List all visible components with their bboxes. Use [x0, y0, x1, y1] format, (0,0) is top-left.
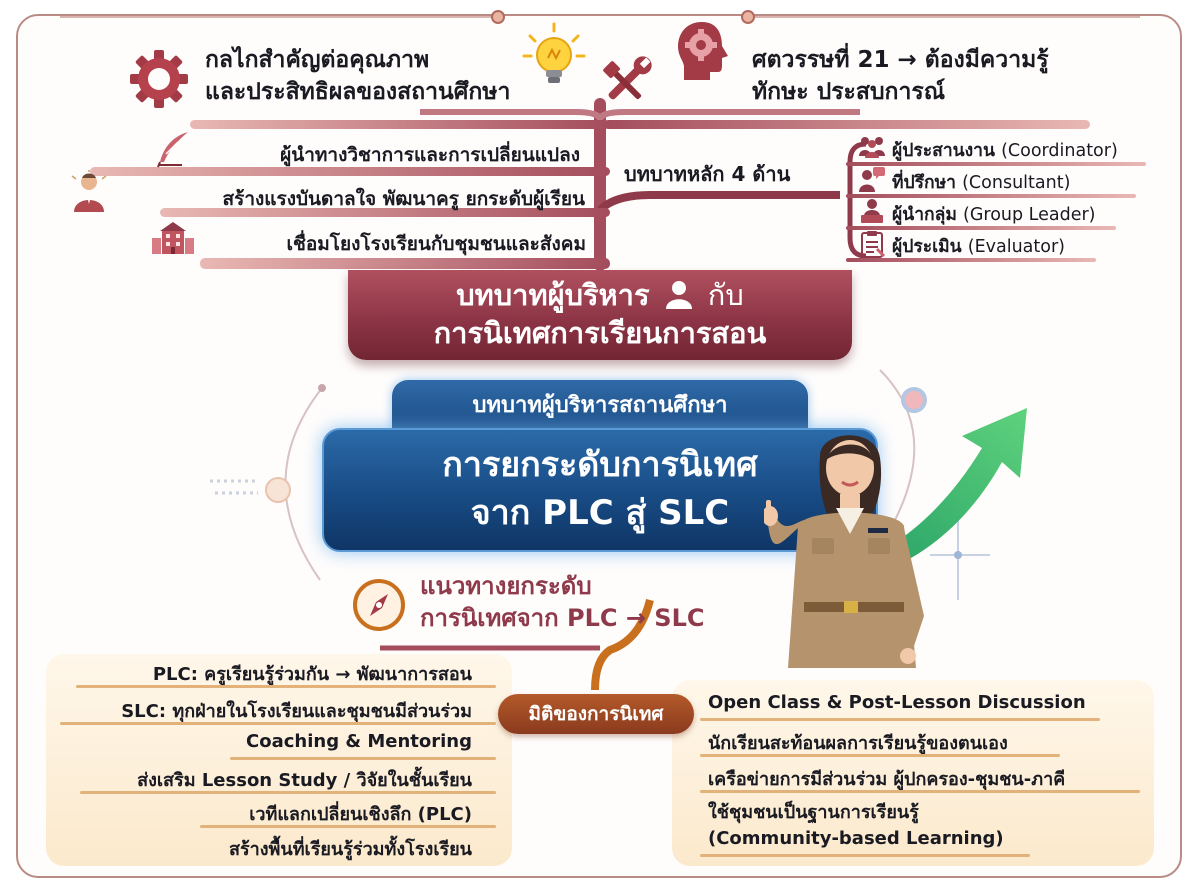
compass-icon	[353, 579, 405, 631]
right-rule-top	[604, 120, 1090, 129]
dimension-label-pill: มิติของการนิเทศ	[498, 694, 694, 734]
role-divider-4	[846, 258, 1096, 262]
left-rule-3	[160, 208, 610, 217]
right-dimension-2: นักเรียนสะท้อนผลการเรียนรู้ของตนเอง	[708, 733, 1008, 754]
left-dimension-1: PLC: ครูเรียนรู้ร่วมกัน → พัฒนาการสอน	[152, 664, 472, 685]
person-icon	[665, 281, 692, 309]
left-dimension-5: เวทีแลกเปลี่ยนเชิงลึก (PLC)	[249, 804, 472, 825]
right-dimension-rule-2	[700, 754, 1060, 757]
right-dimension-3: เครือข่ายการมีส่วนร่วม ผู้ปกครอง-ชุมชน-ภ…	[708, 769, 1066, 790]
left-point-1: ผู้นำทางวิชาการและการเปลี่ยนแปลง	[280, 144, 580, 166]
presenter-icon	[861, 199, 883, 223]
left-dimension-rule-4	[80, 791, 496, 794]
left-dimension-6: สร้างพื้นที่เรียนรู้ร่วมทั้งโรงเรียน	[228, 839, 472, 860]
left-dimension-4: ส่งเสริม Lesson Study / วิจัยในชั้นเรียน	[137, 770, 472, 791]
left-heading: กลไกสำคัญต่อคุณภาพ และประสิทธิผลของสถานศ…	[205, 47, 511, 105]
role-coordinator: ผู้ประสานงาน (Coordinator)	[892, 141, 1118, 161]
center-title-line1: การยกระดับการนิเทศ	[442, 445, 758, 485]
left-dimension-rule-5	[200, 825, 496, 828]
center-tab: บทบาทผู้บริหารสถานศึกษา	[392, 380, 808, 432]
consultant-icon	[859, 167, 885, 192]
right-dimension-1: Open Class & Post-Lesson Discussion	[708, 692, 1086, 713]
role-evaluator: ผู้ประเมิน (Evaluator)	[892, 237, 1065, 257]
right-dimension-rule-4	[700, 854, 1030, 857]
tools-icon	[603, 56, 652, 100]
left-dimension-rule-1	[76, 685, 496, 688]
right-dimension-rule-1	[700, 718, 1100, 721]
team-icon	[859, 137, 885, 158]
mentor-icon	[71, 170, 107, 212]
gear-icon	[130, 50, 188, 108]
left-dimension-box	[46, 654, 512, 866]
left-dimension-rule-2	[60, 722, 496, 725]
role-group-leader: ผู้นำกลุ่ม (Group Leader)	[892, 205, 1096, 225]
roles-heading: บทบาทหลัก 4 ด้าน	[624, 162, 791, 186]
main-banner: บทบาทผู้บริหาร กับ การนิเทศการเรียนการสอ…	[348, 270, 852, 360]
community-icon	[152, 222, 194, 254]
role-divider-2	[846, 194, 1136, 198]
clipboard-icon	[861, 231, 886, 258]
main-banner-line1: บทบาทผู้บริหาร กับ	[456, 278, 744, 312]
center-title-line2: จาก PLC สู่ SLC	[470, 493, 730, 533]
lightbulb-icon	[522, 22, 586, 83]
role-divider-1	[846, 162, 1146, 166]
right-dimension-box	[672, 680, 1154, 866]
quill-icon	[157, 132, 188, 168]
approach-heading: แนวทางยกระดับ การนิเทศจาก PLC → SLC	[420, 572, 705, 632]
left-point-2: สร้างแรงบันดาลใจ พัฒนาครู ยกระดับผู้เรีย…	[222, 188, 585, 210]
head-gear-icon	[678, 22, 728, 80]
left-rule-2	[90, 167, 610, 176]
center-tab-label: บทบาทผู้บริหารสถานศึกษา	[472, 393, 728, 418]
right-heading: ศตวรรษที่ 21 → ต้องมีความรู้ ทักษะ ประสบ…	[752, 47, 1049, 105]
role-divider-3	[846, 226, 1116, 230]
main-banner-line2: การนิเทศการเรียนการสอน	[433, 316, 767, 350]
teacher-illustration	[764, 435, 924, 668]
left-rule-1	[190, 120, 610, 129]
left-rule-4	[200, 258, 610, 269]
role-consultant: ที่ปรึกษา (Consultant)	[892, 173, 1071, 193]
left-dimension-2: SLC: ทุกฝ่ายในโรงเรียนและชุมชนมีส่วนร่วม	[121, 701, 472, 722]
right-dimension-4: ใช้ชุมชนเป็นฐานการเรียนรู้ (Community-ba…	[708, 802, 1004, 849]
right-dimension-rule-3	[700, 790, 1140, 793]
left-point-3: เชื่อมโยงโรงเรียนกับชุมชนและสังคม	[286, 233, 586, 255]
left-dimension-rule-3	[230, 757, 496, 760]
growth-arrow-icon	[832, 408, 1027, 582]
roles-bracket	[847, 141, 867, 259]
left-dimension-3: Coaching & Mentoring	[246, 731, 472, 752]
